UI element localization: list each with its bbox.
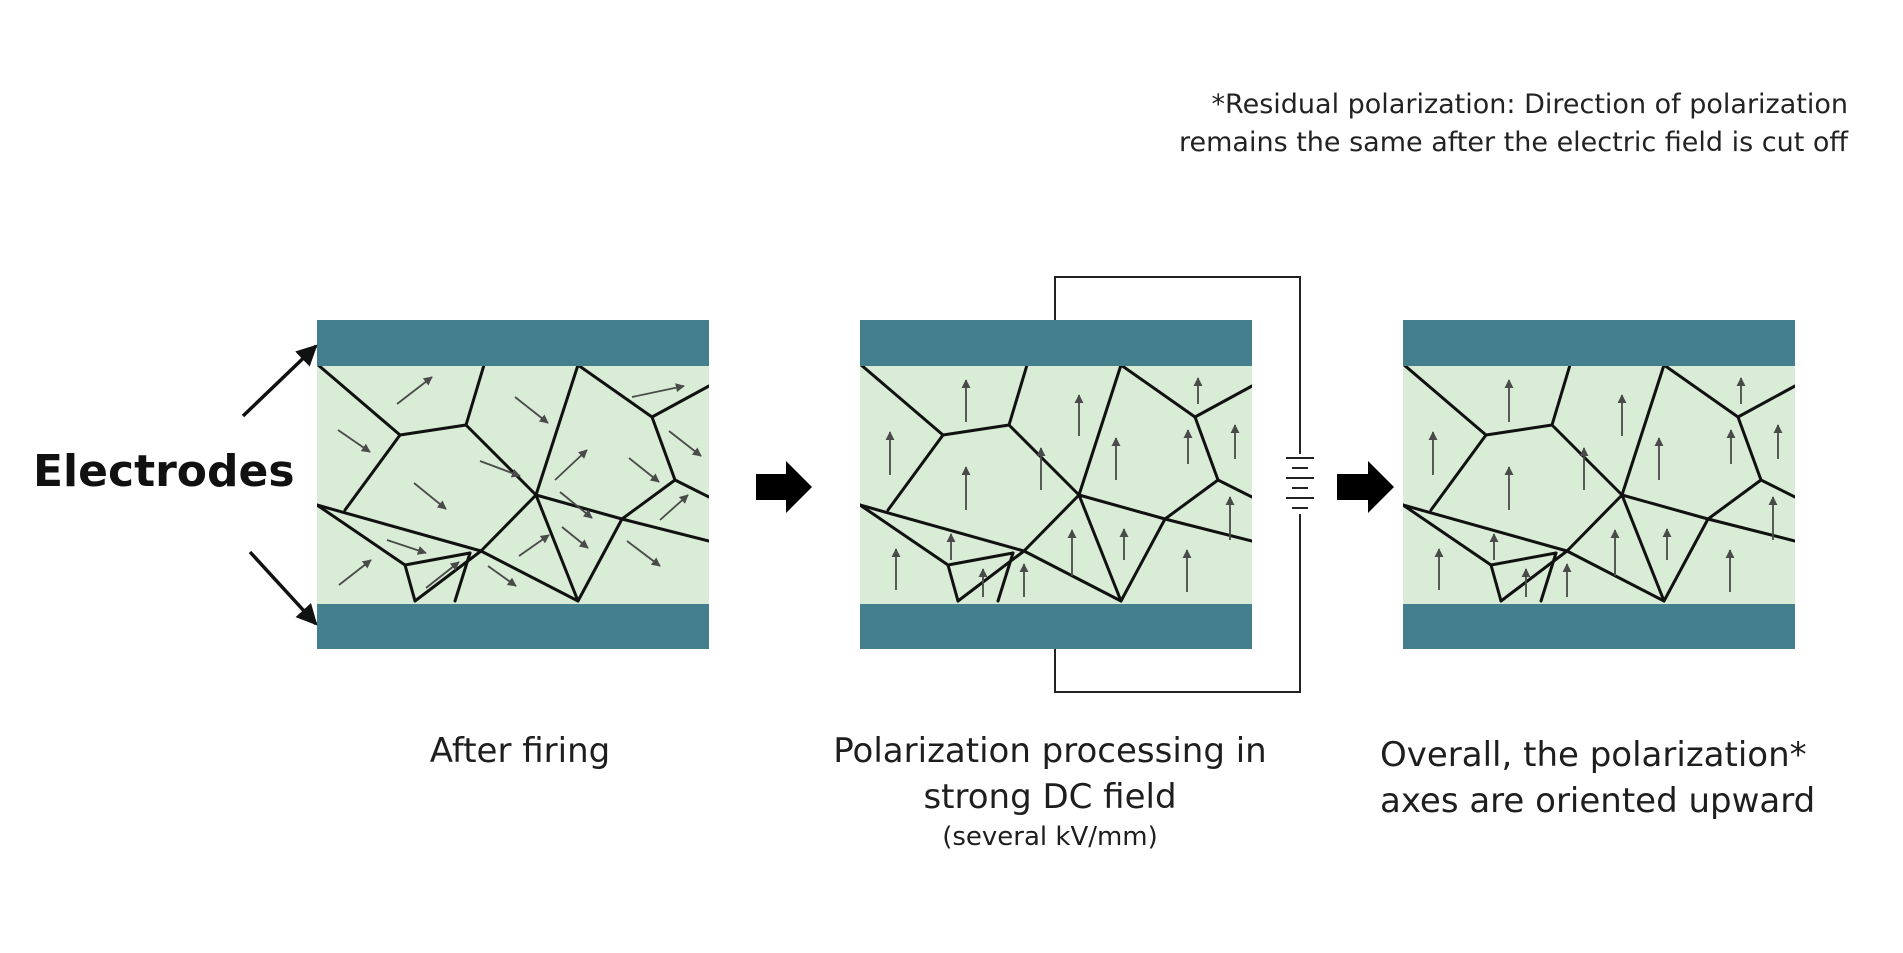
panel-after-firing [317, 320, 709, 649]
panel-oriented-upward [1403, 320, 1795, 649]
random-dipoles [337, 376, 702, 589]
electrodes-label: Electrodes [33, 446, 295, 497]
ceramic-body [317, 364, 709, 604]
circuit-wire [1054, 276, 1301, 693]
process-arrow-1 [756, 461, 812, 513]
panel-polarization-processing [860, 276, 1314, 693]
caption-overall-line-2: axes are oriented upward [1380, 781, 1816, 821]
top-electrode [1403, 320, 1795, 366]
grain-boundaries [860, 364, 1252, 603]
top-electrode [317, 320, 709, 366]
battery-icon [1286, 457, 1314, 509]
bottom-electrode [1403, 604, 1795, 649]
process-arrow-2 [1337, 461, 1394, 513]
caption-polarization-field-strength: (several kV/mm) [942, 822, 1158, 852]
residual-polarization-note: *Residual polarization: Direction of pol… [1128, 86, 1848, 162]
electrode-pointer-arrows [241, 344, 318, 626]
pointer-arrow-top [241, 344, 318, 418]
grain-boundaries [1403, 364, 1795, 603]
top-electrode [860, 320, 1252, 366]
bottom-electrode [860, 604, 1252, 649]
aligned-dipoles [885, 377, 1240, 597]
caption-polarization-processing: Polarization processing in strong DC fie… [820, 728, 1280, 854]
note-line-1: *Residual polarization: Direction of pol… [1211, 89, 1848, 120]
bottom-electrode [317, 604, 709, 649]
caption-overall-line-1: Overall, the polarization* [1380, 735, 1807, 775]
caption-after-firing: After firing [320, 728, 720, 774]
caption-after-firing-text: After firing [429, 731, 611, 771]
caption-polarization-line-1: Polarization processing in [833, 731, 1267, 771]
caption-polarization-line-2: strong DC field [923, 777, 1177, 817]
pointer-arrow-bottom [248, 550, 318, 626]
grain-boundaries [317, 364, 709, 603]
caption-oriented-upward: Overall, the polarization* axes are orie… [1380, 732, 1816, 824]
note-line-2: remains the same after the electric fiel… [1178, 127, 1848, 158]
aligned-dipoles [1428, 377, 1783, 597]
